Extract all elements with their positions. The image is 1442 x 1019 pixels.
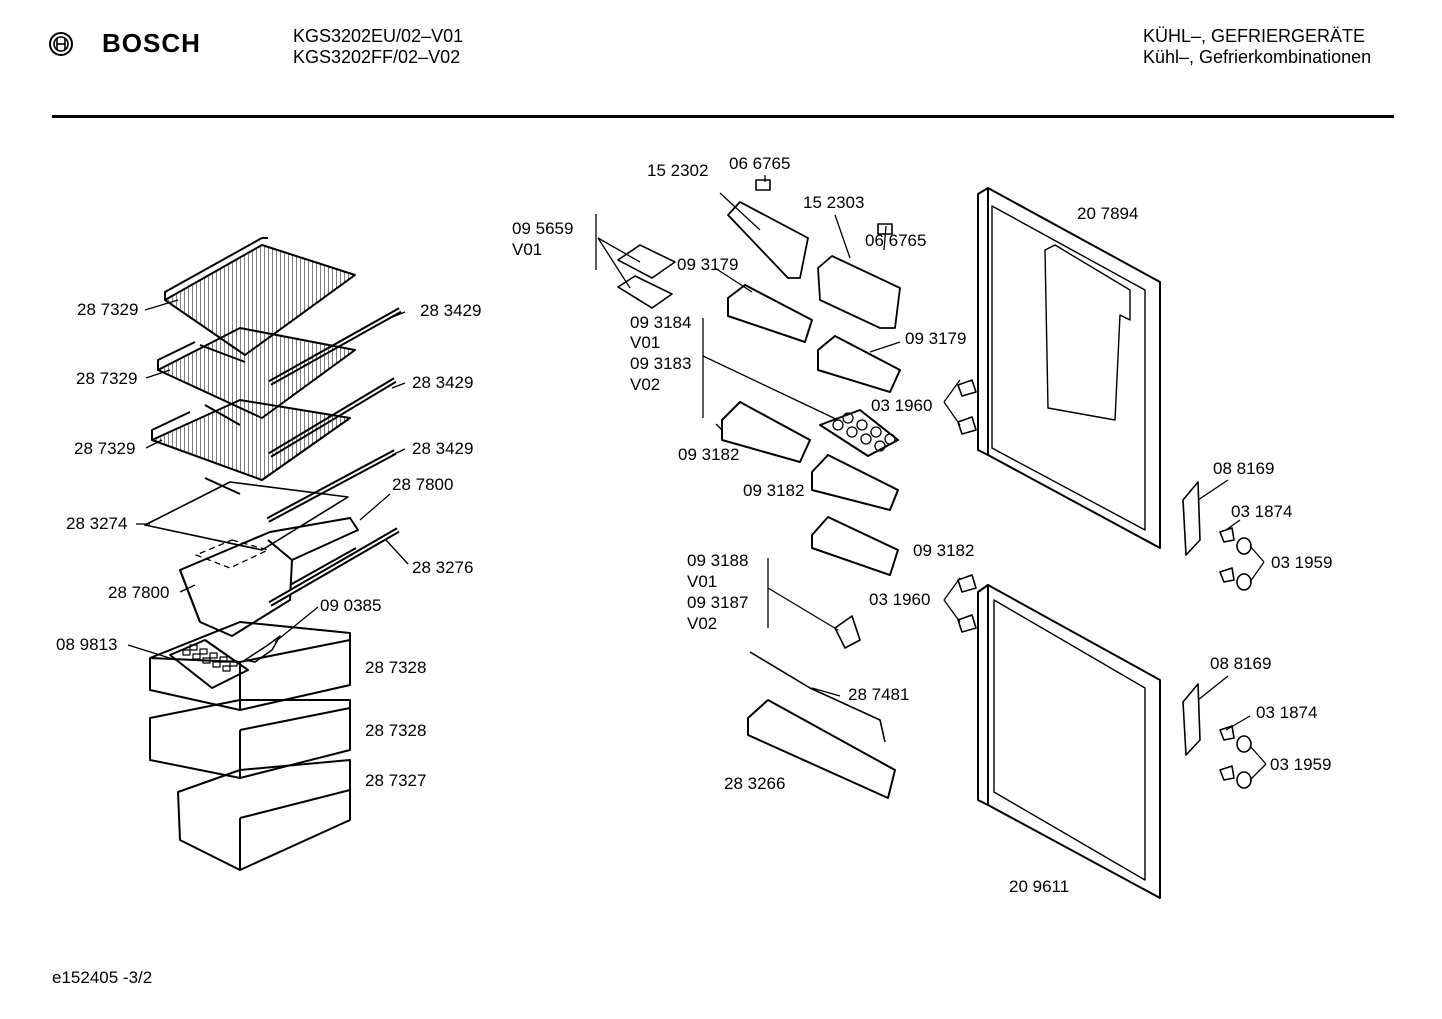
model-number-2: KGS3202FF/02–V02 bbox=[293, 47, 461, 67]
freezer-door bbox=[977, 584, 1161, 899]
door-shelf-2 bbox=[817, 335, 901, 393]
part-label: 09 3187 bbox=[687, 593, 749, 612]
door-shelf-5 bbox=[811, 516, 899, 576]
part-label: 03 1960 bbox=[869, 590, 931, 609]
door-shelf-1 bbox=[727, 284, 813, 343]
part-label: 03 1959 bbox=[1270, 755, 1332, 774]
glass-plate bbox=[144, 481, 349, 551]
part-label: 28 7329 bbox=[77, 300, 139, 319]
document-reference: e152405 -3/2 bbox=[52, 968, 153, 987]
part-label: 20 7894 bbox=[1077, 204, 1139, 223]
part-label: 09 3179 bbox=[905, 329, 967, 348]
hinge-lower bbox=[1182, 683, 1201, 756]
part-label: 09 3183 bbox=[630, 354, 692, 373]
part-label: 28 7329 bbox=[76, 369, 138, 388]
part-label: 09 5659 bbox=[512, 219, 574, 238]
part-label: 08 8169 bbox=[1210, 654, 1272, 673]
freezer-drawer-2 bbox=[149, 699, 351, 779]
part-label: 28 3429 bbox=[412, 439, 474, 458]
part-label: V01 bbox=[630, 333, 661, 352]
ice-scraper bbox=[244, 635, 281, 663]
part-label: 28 7800 bbox=[108, 583, 170, 602]
egg-tray bbox=[819, 409, 899, 457]
freezer-drawer-1 bbox=[149, 621, 351, 711]
door-stops bbox=[957, 379, 977, 633]
brand-name: BOSCH bbox=[102, 28, 201, 58]
part-label: 09 3179 bbox=[677, 255, 739, 274]
bottle-shelf bbox=[747, 699, 896, 799]
part-label: 09 3182 bbox=[678, 445, 740, 464]
hinge-upper bbox=[1182, 481, 1201, 556]
part-label: 28 7800 bbox=[392, 475, 454, 494]
part-label: 28 3274 bbox=[66, 514, 128, 533]
part-label: 28 3429 bbox=[412, 373, 474, 392]
part-label: 28 7328 bbox=[365, 658, 427, 677]
bottle-retainer bbox=[749, 651, 886, 743]
part-label: 09 3184 bbox=[630, 313, 692, 332]
part-label: 15 2303 bbox=[803, 193, 865, 212]
part-label: 28 7327 bbox=[365, 771, 427, 790]
fridge-door bbox=[977, 187, 1161, 549]
ice-tray bbox=[169, 639, 249, 689]
part-label: V02 bbox=[630, 375, 661, 394]
clip-part bbox=[834, 615, 861, 649]
part-label: 28 3266 bbox=[724, 774, 786, 793]
door-rack-small bbox=[727, 201, 901, 329]
part-label: 28 3429 bbox=[420, 301, 482, 320]
part-label: 09 3188 bbox=[687, 551, 749, 570]
door-shelf-4 bbox=[811, 454, 899, 511]
leader-lines bbox=[127, 175, 1267, 781]
part-label: 08 9813 bbox=[56, 635, 118, 654]
freezer-drawer-3 bbox=[177, 759, 351, 871]
header-divider bbox=[52, 115, 1394, 118]
part-label: 08 8169 bbox=[1213, 459, 1275, 478]
part-label: V01 bbox=[512, 240, 543, 259]
part-label: 20 9611 bbox=[1009, 877, 1070, 896]
part-label: 28 7329 bbox=[74, 439, 136, 458]
part-label: 09 3182 bbox=[913, 541, 975, 560]
part-label: 15 2302 bbox=[647, 161, 709, 180]
part-label: 06 6765 bbox=[865, 231, 927, 250]
part-label: 09 3182 bbox=[743, 481, 805, 500]
bosch-logo-icon bbox=[49, 32, 73, 56]
model-number-1: KGS3202EU/02–V01 bbox=[293, 26, 464, 46]
part-label: 03 1960 bbox=[871, 396, 933, 415]
part-label: 03 1959 bbox=[1271, 553, 1333, 572]
part-label: 06 6765 bbox=[729, 154, 791, 173]
part-label: V01 bbox=[687, 572, 718, 591]
category-subtitle: Kühl–, Gefrierkombinationen bbox=[1143, 47, 1372, 67]
door-shelf-3 bbox=[721, 401, 811, 463]
category-title: KÜHL–, GEFRIERGERÄTE bbox=[1143, 26, 1366, 46]
part-label: 28 3276 bbox=[412, 558, 474, 577]
crisper-drawer bbox=[179, 517, 359, 637]
part-label: 28 7328 bbox=[365, 721, 427, 740]
wire-shelf-2 bbox=[157, 327, 356, 426]
part-label: 03 1874 bbox=[1231, 502, 1293, 521]
butter-lid bbox=[617, 244, 676, 309]
wire-shelf-3 bbox=[151, 399, 351, 495]
part-label: 03 1874 bbox=[1256, 703, 1318, 722]
part-label: V02 bbox=[687, 614, 718, 633]
part-label: 09 0385 bbox=[320, 596, 382, 615]
part-label: 28 7481 bbox=[848, 685, 910, 704]
